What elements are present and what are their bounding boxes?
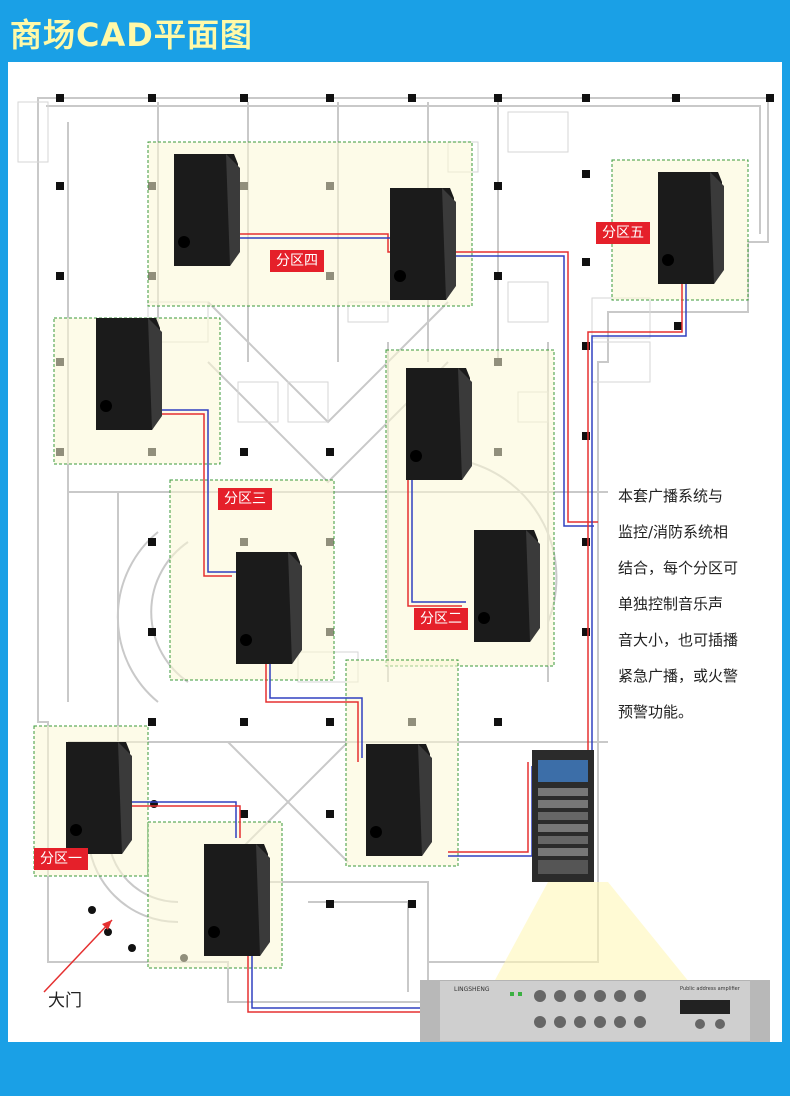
amplifier-brand: LINGSHENG xyxy=(454,986,490,993)
speaker-zone-5 xyxy=(658,172,724,284)
speaker-zone-4-b xyxy=(390,188,456,300)
description-line: 预警功能。 xyxy=(618,703,694,721)
speaker-zone-upper-left xyxy=(96,318,162,430)
speaker-zone-4-a xyxy=(174,154,240,266)
speaker-zone-lower-middle xyxy=(366,744,432,856)
description-line: 本套广播系统与 xyxy=(618,487,724,505)
floor-plan-canvas: LINGSHENG Public address amplifier 分区五 分… xyxy=(8,62,782,1042)
description-line: 音大小，也可插播 xyxy=(618,631,739,649)
description-line: 监控/消防系统相 xyxy=(618,523,729,541)
entrance-label: 大门 xyxy=(48,991,82,1011)
speaker-zone-middle xyxy=(406,368,472,480)
zone-label-1: 分区一 xyxy=(34,848,88,870)
zone-label-5: 分区五 xyxy=(596,222,650,244)
description-line: 结合，每个分区可 xyxy=(618,559,739,577)
description-line: 紧急广播，或火警 xyxy=(618,667,739,685)
speaker-zone-2 xyxy=(474,530,540,642)
speaker-zone-1-a xyxy=(66,742,132,854)
description-line: 单独控制音乐声 xyxy=(618,595,724,613)
speaker-zone-1-b xyxy=(204,844,270,956)
speaker-zone-3 xyxy=(236,552,302,664)
amplifier-panel-label: Public address amplifier xyxy=(680,986,740,992)
public-address-amplifier xyxy=(420,980,770,1042)
bottom-border xyxy=(0,1042,790,1096)
equipment-rack xyxy=(532,750,594,882)
page-title: 商场CAD平面图 xyxy=(10,16,253,54)
page-header: 商场CAD平面图 xyxy=(0,0,790,62)
zone-label-3: 分区三 xyxy=(218,488,272,510)
zone-label-4: 分区四 xyxy=(270,250,324,272)
zone-label-2: 分区二 xyxy=(414,608,468,630)
system-description: 本套广播系统与 监控/消防系统相 结合，每个分区可 单独控制音乐声 音大小，也可… xyxy=(618,478,778,730)
